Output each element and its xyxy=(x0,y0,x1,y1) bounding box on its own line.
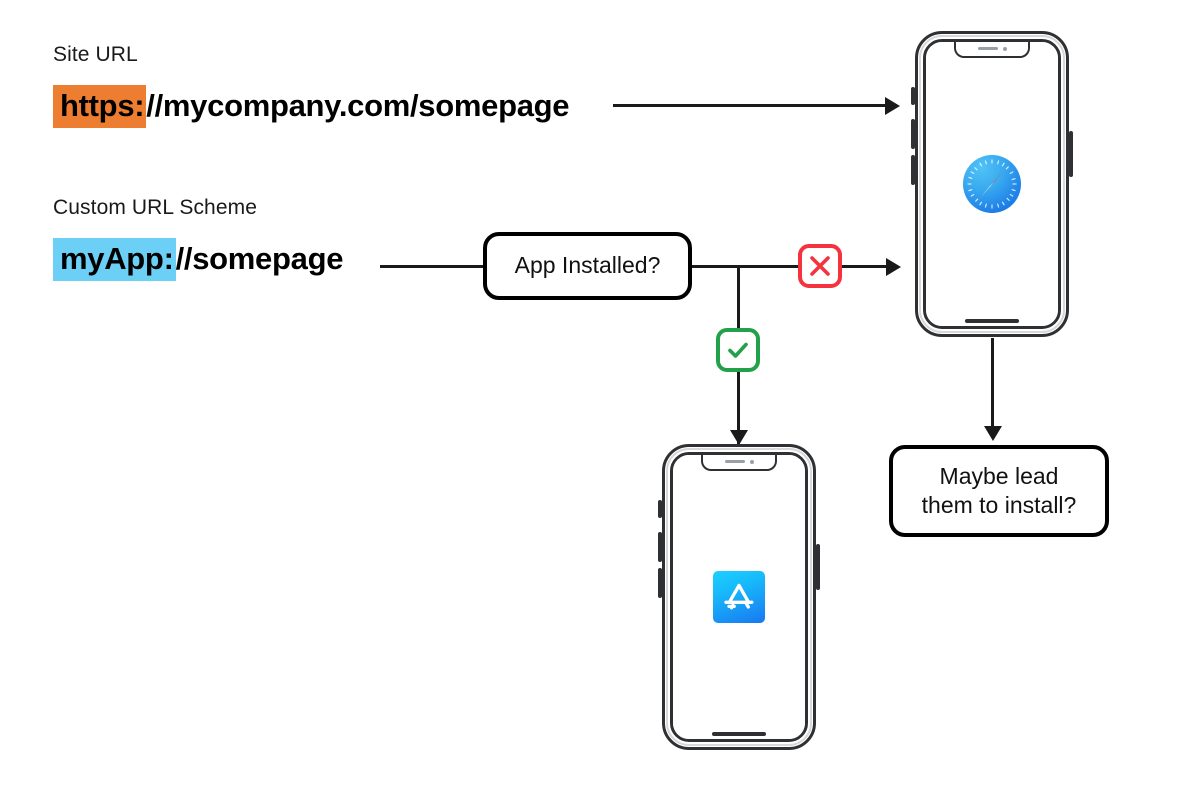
phone-browser-screen[interactable] xyxy=(926,42,1058,326)
phone-appstore-volume-up-button[interactable] xyxy=(658,532,662,562)
connector-customurl-to-decision xyxy=(380,265,485,268)
phone-appstore xyxy=(658,444,820,750)
phone-browser-volume-up-button[interactable] xyxy=(911,119,915,149)
phone-browser-home-indicator xyxy=(965,319,1019,323)
connector-siteurl-to-browser xyxy=(613,104,887,107)
safari-compass-needle xyxy=(967,159,1017,209)
custom-scheme-caption: Custom URL Scheme xyxy=(53,196,257,219)
phone-browser xyxy=(911,31,1073,337)
phone-appstore-silent-switch[interactable] xyxy=(658,500,662,518)
decision-app-installed-label: App Installed? xyxy=(514,252,661,279)
connector-decision-no-to-browser xyxy=(692,265,888,268)
custom-url-path: //somepage xyxy=(175,241,344,276)
phone-browser-volume-down-button[interactable] xyxy=(911,155,915,185)
phone-browser-notch xyxy=(954,42,1030,58)
phone-browser-silent-switch[interactable] xyxy=(911,87,915,105)
close-icon xyxy=(810,256,830,276)
app-store-glyph xyxy=(724,583,754,610)
note-lead-to-install-label: Maybe lead them to install? xyxy=(921,462,1077,518)
phone-appstore-volume-down-button[interactable] xyxy=(658,568,662,598)
status-badge-installed xyxy=(716,328,760,372)
phone-appstore-home-indicator xyxy=(712,732,766,736)
site-url-caption: Site URL xyxy=(53,43,138,66)
phone-browser-power-button[interactable] xyxy=(1069,131,1073,177)
note-lead-to-install[interactable]: Maybe lead them to install? xyxy=(889,445,1109,537)
arrowhead-siteurl-to-browser xyxy=(885,96,900,115)
site-url-value: https://mycompany.com/somepage xyxy=(53,85,570,128)
connector-browser-to-note xyxy=(991,338,994,431)
phone-browser-bezel xyxy=(923,39,1061,329)
phone-appstore-notch xyxy=(701,455,777,471)
phone-appstore-bezel xyxy=(670,452,808,742)
arrowhead-decision-no-to-browser xyxy=(886,257,901,276)
check-icon xyxy=(728,342,748,358)
custom-url-scheme-highlight: myApp: xyxy=(53,238,176,281)
app-store-icon[interactable] xyxy=(713,571,765,623)
arrowhead-decision-yes-to-appstore xyxy=(730,430,748,445)
site-url-scheme-highlight: https: xyxy=(53,85,147,128)
phone-appstore-front-camera xyxy=(749,459,754,464)
custom-url-value: myApp://somepage xyxy=(53,238,344,281)
phone-appstore-screen[interactable] xyxy=(673,455,805,739)
phone-browser-earpiece-speaker xyxy=(977,47,998,50)
decision-app-installed[interactable]: App Installed? xyxy=(483,232,692,300)
phone-appstore-earpiece-speaker xyxy=(724,460,745,463)
arrowhead-browser-to-note xyxy=(984,426,1002,441)
safari-compass-icon[interactable] xyxy=(963,155,1021,213)
phone-appstore-power-button[interactable] xyxy=(816,544,820,590)
phone-browser-front-camera xyxy=(1002,46,1007,51)
status-badge-not-installed xyxy=(798,244,842,288)
site-url-path: //mycompany.com/somepage xyxy=(146,88,570,123)
